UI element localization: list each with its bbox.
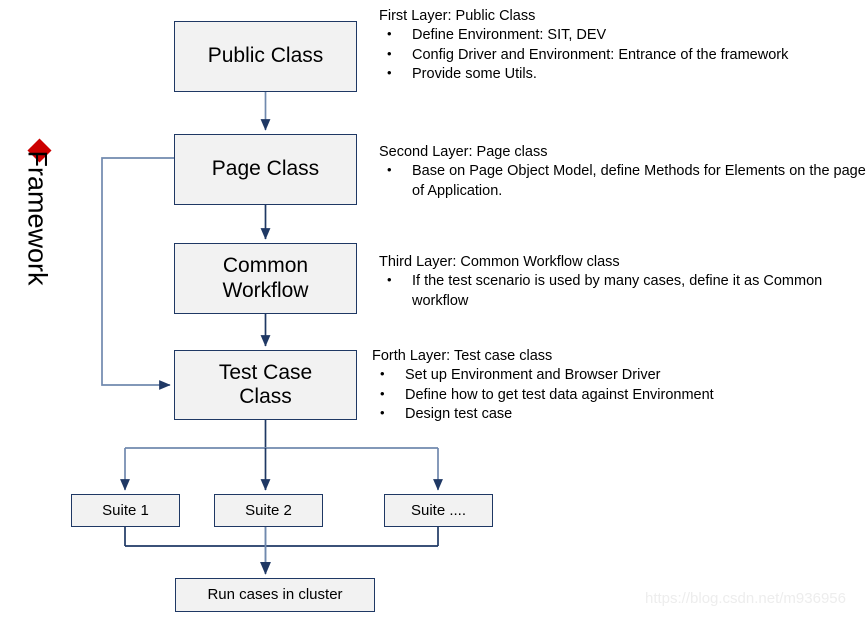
node-common-workflow-line2: Workflow: [222, 278, 309, 302]
node-suite-2[interactable]: Suite 2: [214, 494, 323, 527]
node-test-case-class-label: Test Case Class: [219, 361, 312, 410]
node-common-workflow-line1: Common: [222, 254, 309, 278]
annotation-first-layer-bullet-2: Config Driver and Environment: Entrance …: [379, 45, 866, 65]
node-run-cases-label: Run cases in cluster: [207, 586, 343, 604]
annotation-forth-layer-bullet-1: Set up Environment and Browser Driver: [372, 365, 862, 385]
annotation-first-layer-bullet-1: Define Environment: SIT, DEV: [379, 25, 866, 45]
node-test-case-class-line2: Class: [239, 385, 292, 408]
node-test-case-class-line1: Test Case: [218, 360, 313, 384]
annotation-third-layer-title: Third Layer: Common Workflow class: [379, 254, 620, 270]
annotation-second-layer: Second Layer: Page class Base on Page Ob…: [379, 143, 866, 201]
annotation-forth-layer-title: Forth Layer: Test case class: [372, 348, 553, 364]
node-page-class-label: Page Class: [211, 157, 320, 181]
node-suite-3[interactable]: Suite ....: [384, 494, 493, 527]
framework-label-text: Framework: [22, 150, 53, 286]
watermark: https://blog.csdn.net/m936956: [645, 590, 846, 607]
annotation-second-layer-title: Second Layer: Page class: [379, 144, 548, 160]
annotation-second-layer-bullet-1: Base on Page Object Model, define Method…: [379, 161, 866, 201]
framework-side-label: Framework: [0, 130, 70, 360]
node-suite-1-label: Suite 1: [102, 501, 149, 519]
node-run-cases-in-cluster[interactable]: Run cases in cluster: [175, 578, 375, 612]
node-page-class[interactable]: Page Class: [174, 134, 357, 205]
annotation-forth-layer-list: Set up Environment and Browser Driver De…: [372, 365, 862, 424]
annotation-forth-layer: Forth Layer: Test case class Set up Envi…: [372, 347, 862, 424]
annotation-first-layer-bullet-3: Provide some Utils.: [379, 64, 866, 84]
node-common-workflow-label: Common Workflow: [223, 254, 309, 303]
annotation-second-layer-list: Base on Page Object Model, define Method…: [379, 161, 866, 201]
annotation-third-layer: Third Layer: Common Workflow class If th…: [379, 253, 866, 311]
node-public-class[interactable]: Public Class: [174, 21, 357, 92]
annotation-first-layer-list: Define Environment: SIT, DEV Config Driv…: [379, 25, 866, 84]
annotation-forth-layer-bullet-2: Define how to get test data against Envi…: [372, 385, 862, 405]
annotation-third-layer-bullet-1: If the test scenario is used by many cas…: [379, 271, 866, 311]
arrow-page-to-testcase-elbow: [101, 157, 174, 390]
node-test-case-class[interactable]: Test Case Class: [174, 350, 357, 420]
annotation-first-layer: First Layer: Public Class Define Environ…: [379, 7, 866, 84]
node-suite-2-label: Suite 2: [245, 501, 292, 519]
node-common-workflow[interactable]: Common Workflow: [174, 243, 357, 314]
annotation-forth-layer-bullet-3: Design test case: [372, 404, 862, 424]
node-suite-3-label: Suite ....: [410, 501, 467, 519]
node-suite-1[interactable]: Suite 1: [71, 494, 180, 527]
annotation-third-layer-list: If the test scenario is used by many cas…: [379, 271, 866, 311]
annotation-first-layer-title: First Layer: Public Class: [379, 8, 536, 24]
node-public-class-label: Public Class: [207, 44, 324, 68]
